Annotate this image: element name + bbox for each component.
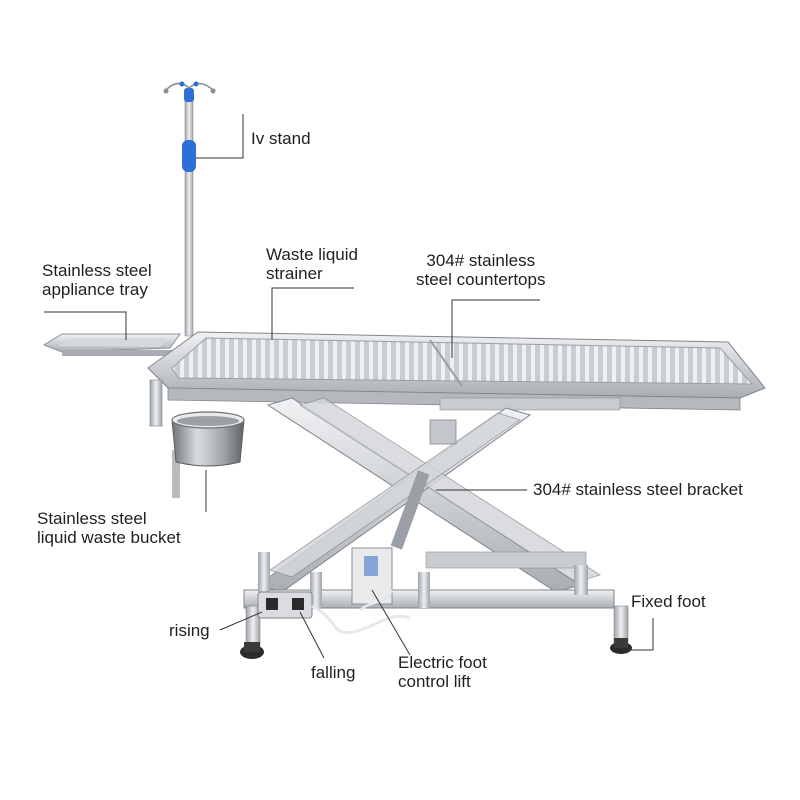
label-countertops-line2: steel countertops xyxy=(416,270,546,289)
label-bucket-line2: liquid waste bucket xyxy=(37,528,181,547)
label-appliance-tray-line2: appliance tray xyxy=(42,280,148,299)
label-rising: rising xyxy=(169,621,210,640)
leader-fixed-foot xyxy=(627,618,654,651)
leader-lines xyxy=(44,114,654,659)
iv-top-connector xyxy=(184,88,194,102)
label-falling: falling xyxy=(311,663,356,682)
label-iv-stand: Iv stand xyxy=(251,129,311,148)
label-appliance-tray-line1: Stainless steel xyxy=(42,261,152,280)
iv-hooks-icon xyxy=(165,82,214,91)
label-fixed-foot: Fixed foot xyxy=(631,592,706,611)
grate-divider xyxy=(429,339,463,387)
label-foot-control-line1: Electric foot xyxy=(398,653,487,672)
pedal-rising-icon xyxy=(266,598,278,610)
label-foot-control: Electric foot control lift xyxy=(398,653,487,691)
label-countertops: 304# stainless steel countertops xyxy=(416,251,545,289)
base-frame xyxy=(240,551,632,659)
label-bucket-line1: Stainless steel xyxy=(37,509,147,528)
label-bracket: 304# stainless steel bracket xyxy=(533,480,743,499)
tabletop xyxy=(147,331,766,427)
label-waste-strainer-line1: Waste liquid xyxy=(266,245,358,264)
leader-rising xyxy=(219,611,263,631)
label-waste-strainer-line2: strainer xyxy=(266,264,323,283)
leader-countertops xyxy=(451,299,540,358)
leader-appliance-tray xyxy=(44,311,127,340)
label-countertops-line1: 304# stainless xyxy=(426,251,536,270)
iv-stand xyxy=(163,81,216,337)
appliance-tray xyxy=(42,333,181,356)
leader-falling xyxy=(299,611,325,659)
label-waste-strainer: Waste liquid strainer xyxy=(266,245,358,283)
label-foot-control-line2: control lift xyxy=(398,672,471,691)
waste-bucket xyxy=(171,411,245,498)
leader-iv-stand xyxy=(196,114,244,159)
pedal-cable xyxy=(311,604,411,635)
control-units xyxy=(257,547,411,635)
label-bucket: Stainless steel liquid waste bucket xyxy=(37,509,181,547)
leader-waste-strainer xyxy=(271,287,354,340)
grate-surface xyxy=(171,337,754,385)
iv-blue-grip xyxy=(182,140,196,172)
pedal-falling-icon xyxy=(292,598,304,610)
leader-foot-control xyxy=(371,589,411,656)
iv-pole xyxy=(184,99,194,337)
label-appliance-tray: Stainless steel appliance tray xyxy=(42,261,152,299)
